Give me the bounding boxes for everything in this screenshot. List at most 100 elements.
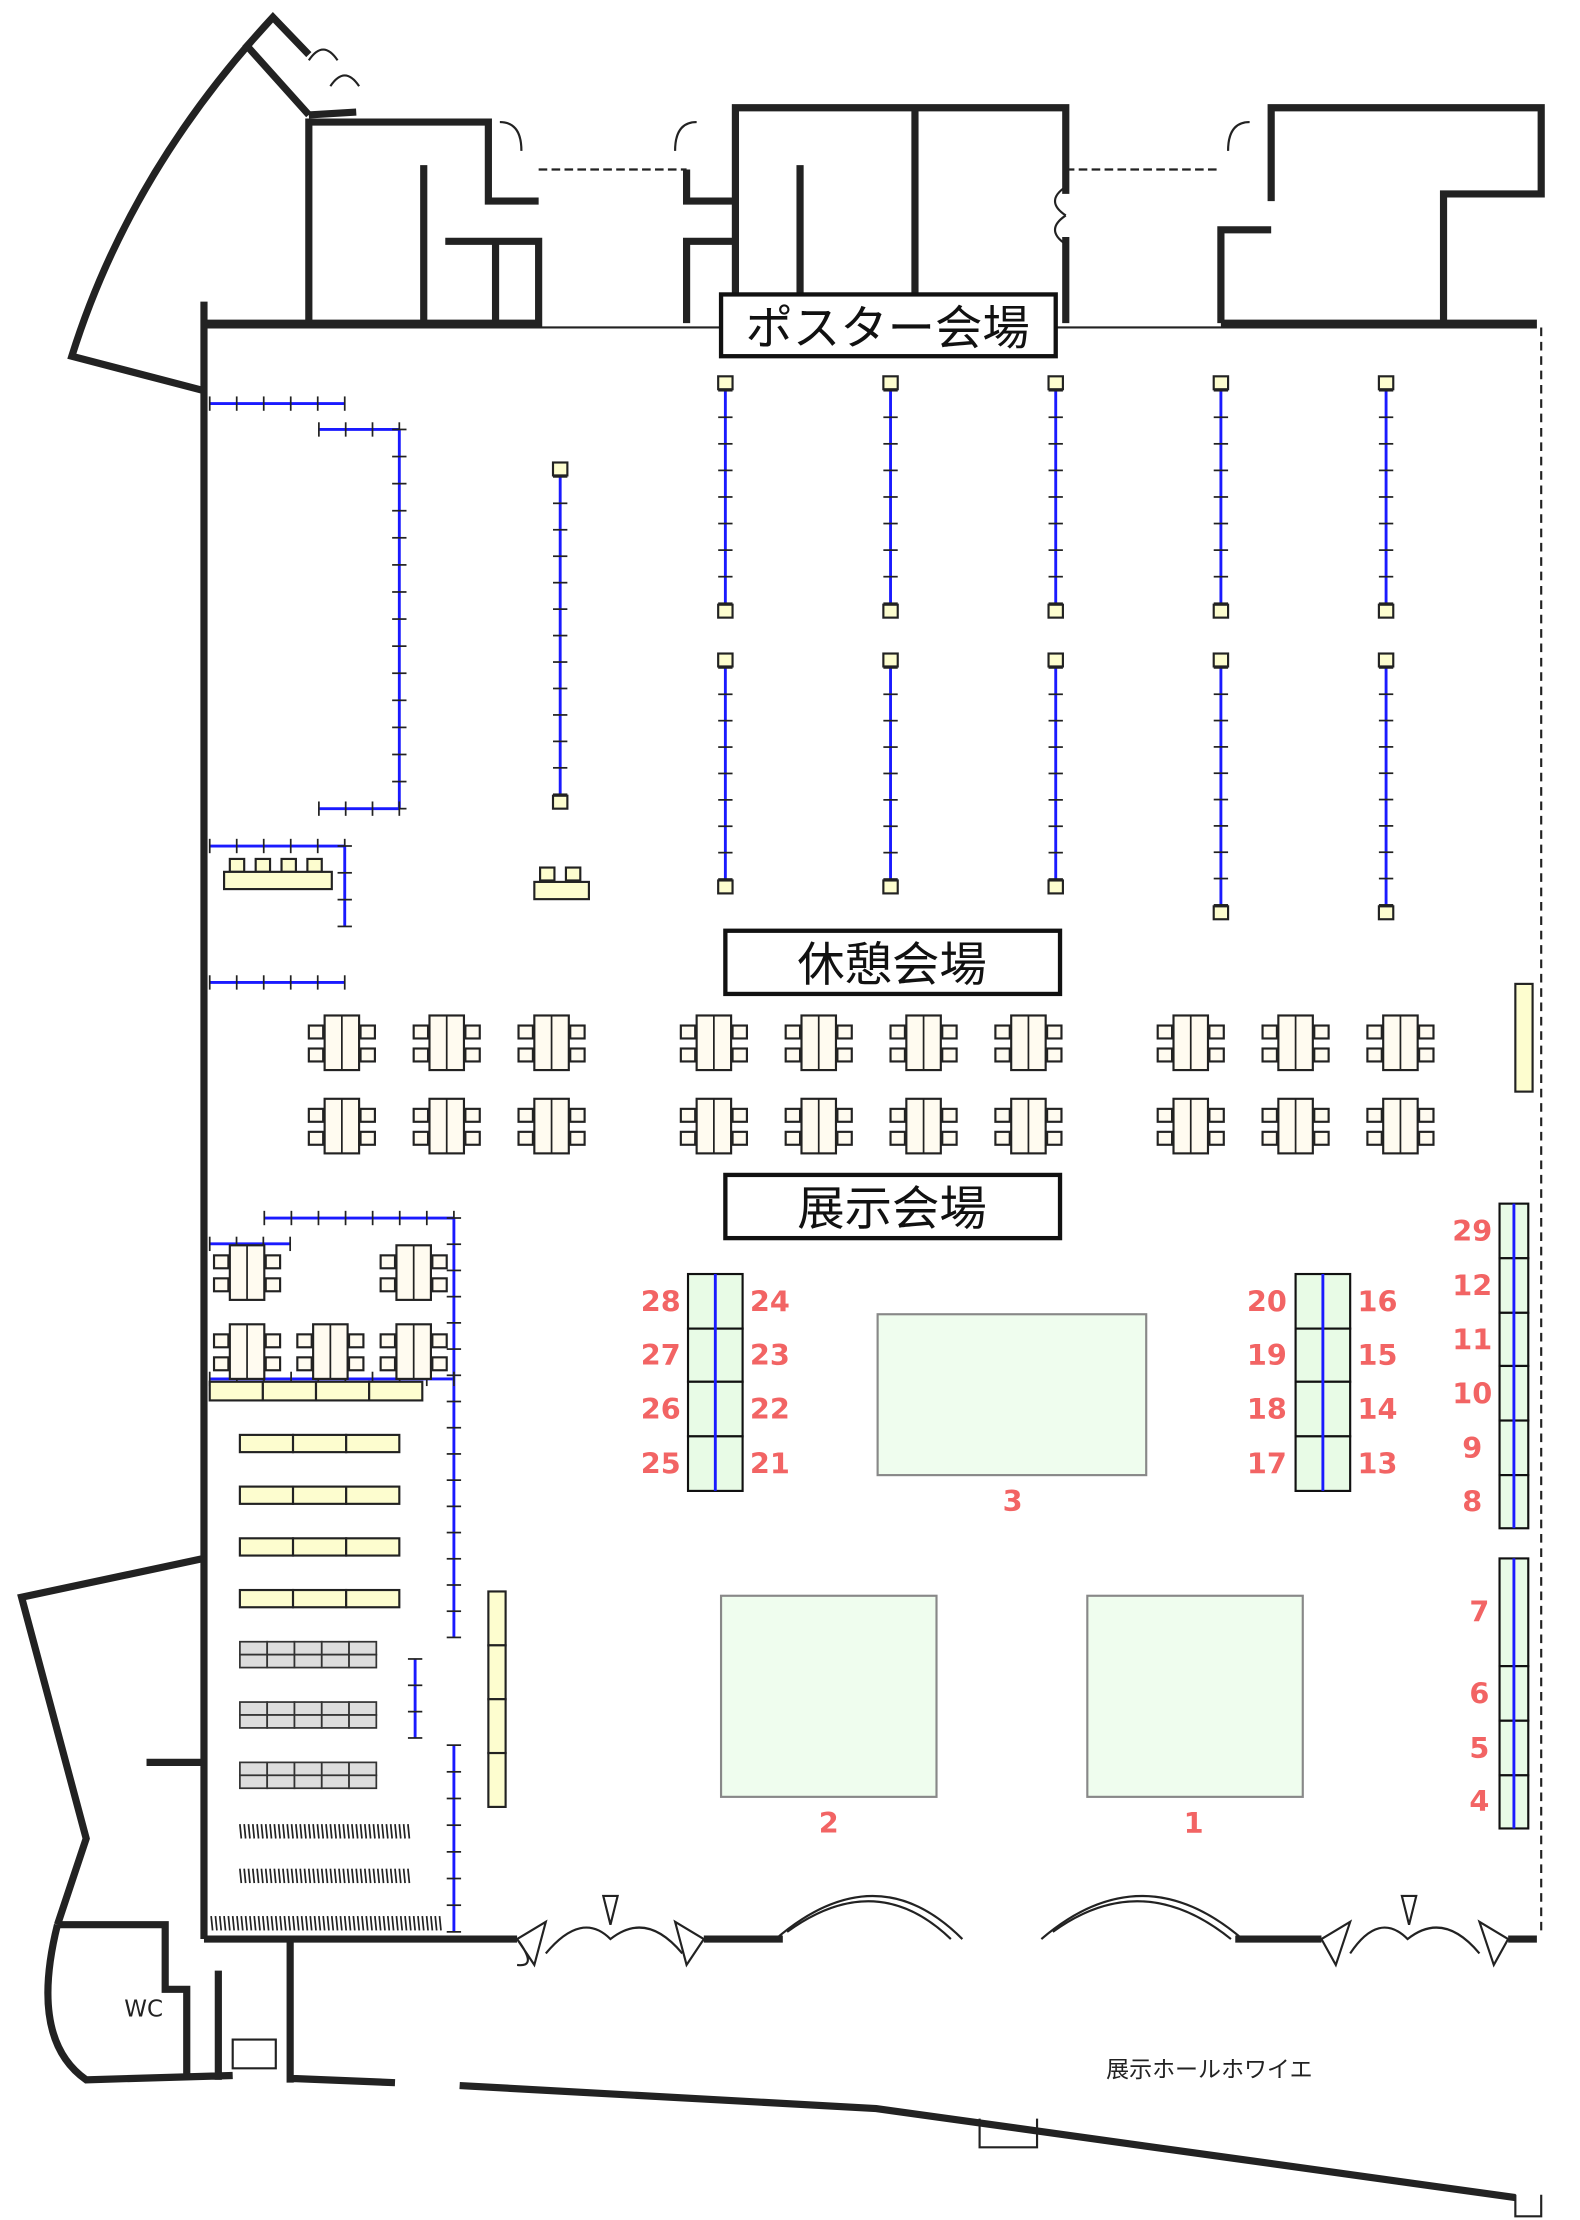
chair — [941, 1024, 958, 1040]
folded-chair — [282, 1868, 286, 1884]
stacked-chair — [293, 1714, 323, 1729]
chair — [569, 1024, 586, 1040]
folded-chair — [351, 1868, 355, 1884]
chair — [464, 1130, 481, 1146]
folded-chair — [240, 1915, 244, 1931]
chair — [264, 1356, 282, 1372]
chair — [731, 1024, 748, 1040]
poster-board — [882, 375, 899, 619]
chair — [1261, 1024, 1278, 1040]
folded-chair — [351, 1824, 355, 1839]
folded-chair — [313, 1915, 317, 1931]
folded-chair — [290, 1824, 294, 1839]
booth-3[interactable] — [876, 1313, 1148, 1477]
folded-chair — [282, 1824, 286, 1839]
chair — [994, 1024, 1011, 1040]
stacked-chair — [293, 1761, 323, 1777]
poster-board — [1377, 652, 1395, 921]
poster-board — [717, 375, 734, 619]
folded-chair — [398, 1824, 402, 1839]
board-cap — [882, 375, 899, 391]
rest-table — [679, 1097, 748, 1155]
folded-chair — [295, 1868, 299, 1884]
poster-board — [392, 428, 407, 810]
rest-table — [412, 1097, 481, 1155]
folded-chair — [398, 1868, 402, 1884]
chair — [347, 1333, 365, 1349]
folded-chair — [343, 1915, 348, 1931]
chair — [941, 1130, 958, 1146]
folded-chair — [227, 1915, 231, 1931]
chair — [1418, 1047, 1435, 1063]
booth-number: 20 — [1247, 1284, 1287, 1318]
booth-number: 5 — [1469, 1731, 1489, 1765]
chair — [412, 1047, 430, 1063]
stacked-table — [238, 1485, 295, 1505]
chair — [307, 1107, 325, 1123]
chair — [679, 1047, 697, 1063]
booth-2[interactable] — [719, 1594, 938, 1798]
folded-chair — [342, 1868, 346, 1884]
chair — [1208, 1107, 1225, 1123]
folded-chair — [299, 1824, 303, 1839]
stacked-chair — [320, 1774, 350, 1790]
exhibit-area-label: 展示会場 — [723, 1172, 1063, 1241]
booth-number: 15 — [1357, 1338, 1397, 1372]
chair — [784, 1130, 802, 1146]
chair — [994, 1107, 1011, 1123]
counter — [1514, 982, 1534, 1093]
folded-chair — [325, 1868, 329, 1884]
poster-board — [1212, 375, 1230, 619]
folded-chair — [243, 1824, 247, 1839]
poster-board — [446, 1217, 462, 1639]
booth-1[interactable] — [1086, 1594, 1304, 1798]
rest-table — [1366, 1097, 1435, 1155]
folded-chair — [381, 1868, 385, 1884]
partition — [263, 1210, 455, 1226]
folded-chair — [283, 1915, 287, 1931]
foyer-label: 展示ホールホワイエ — [1106, 2057, 1313, 2083]
partition — [208, 838, 346, 854]
chair — [264, 1277, 282, 1293]
stacked-chair — [348, 1640, 378, 1656]
stacked-chair — [348, 1714, 378, 1729]
folded-chair — [394, 1868, 398, 1884]
stacked-table — [238, 1537, 295, 1557]
chair — [212, 1277, 230, 1293]
chair — [412, 1107, 430, 1123]
stool — [564, 866, 582, 882]
chair — [517, 1024, 534, 1040]
board-cap — [1212, 652, 1230, 668]
folded-chair — [399, 1915, 404, 1931]
stacked-table — [345, 1485, 401, 1505]
rest-table — [212, 1323, 282, 1380]
stacked-chair — [266, 1653, 296, 1669]
chair — [1313, 1130, 1330, 1146]
chair — [431, 1333, 448, 1349]
folded-chair — [239, 1824, 243, 1839]
folded-chair — [247, 1868, 251, 1884]
board-cap — [882, 652, 899, 668]
chair — [1418, 1024, 1435, 1040]
board-cap — [551, 461, 569, 477]
stacked-chair — [320, 1640, 350, 1656]
counter-segment — [261, 1380, 318, 1402]
chair — [836, 1107, 853, 1123]
chair — [359, 1130, 376, 1146]
rest-table — [307, 1014, 376, 1072]
rest-table — [784, 1014, 853, 1072]
booth-number: 19 — [1247, 1338, 1287, 1372]
poster-board — [1047, 375, 1064, 619]
chair — [1208, 1024, 1225, 1040]
rest-table — [412, 1014, 481, 1072]
folded-chair — [243, 1868, 247, 1884]
booth-number: 24 — [750, 1284, 790, 1318]
stacked-table — [345, 1433, 401, 1454]
folded-chair — [338, 1868, 342, 1884]
folded-chair — [286, 1868, 290, 1884]
booth-number: 14 — [1357, 1392, 1397, 1426]
folded-chair — [214, 1915, 218, 1931]
folded-chair — [322, 1915, 326, 1931]
chair — [1208, 1047, 1225, 1063]
